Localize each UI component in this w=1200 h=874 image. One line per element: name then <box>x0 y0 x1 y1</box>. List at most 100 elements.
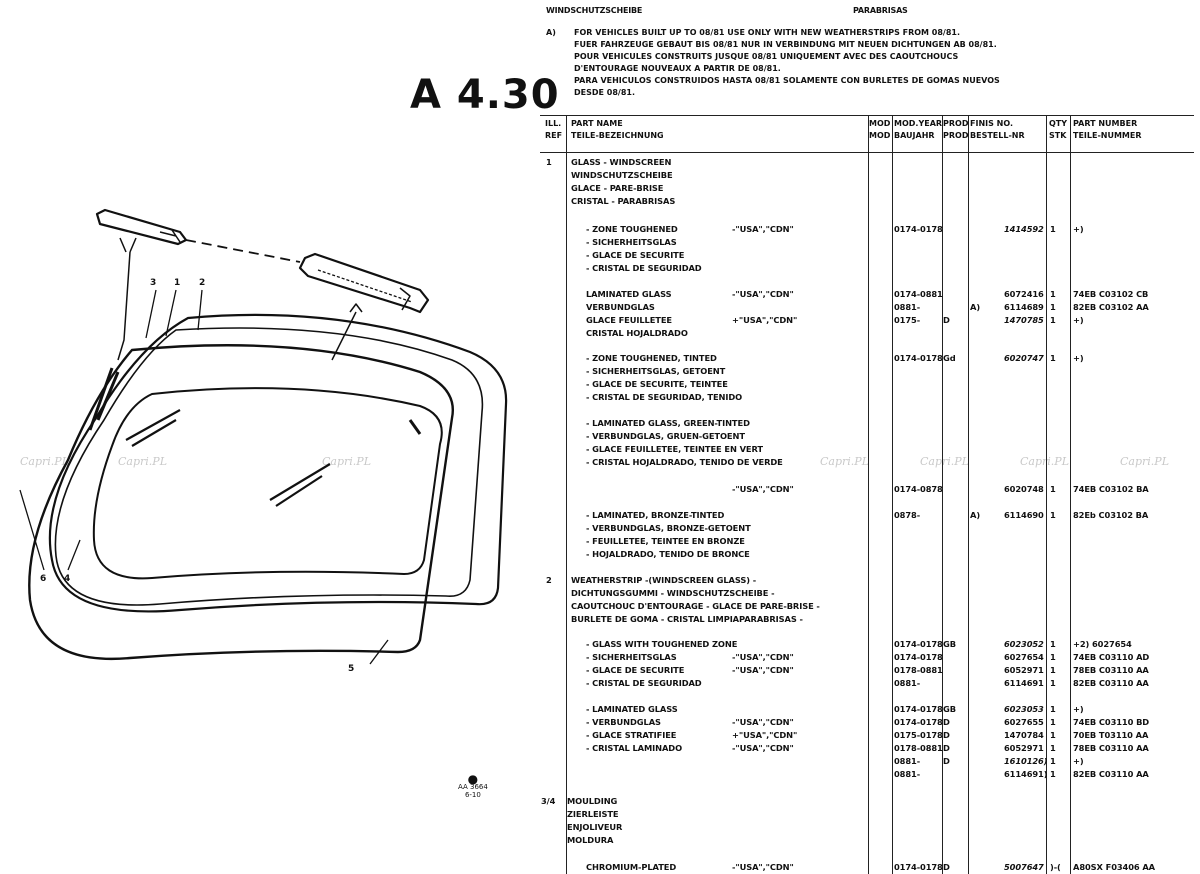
row-pn: 82EB C03110 AA <box>1073 769 1149 779</box>
row-pn: 82EB C03102 AA <box>1073 302 1149 312</box>
windscreen-glass <box>54 327 484 606</box>
row-finis: 6114691) <box>1004 769 1048 779</box>
row-year: 0881- <box>894 302 921 312</box>
row-qty: 1 <box>1050 743 1056 753</box>
row-year: 0175-0178 <box>894 730 943 740</box>
callout-5: 5 <box>348 664 355 674</box>
row-qty: 1 <box>1050 224 1056 234</box>
row-name: - ZONE TOUGHENED <box>586 224 678 234</box>
row-pn: 74EB C03102 BA <box>1073 484 1149 494</box>
row-name: - CRISTAL HOJALDRADO, TENIDO DE VERDE <box>586 457 783 467</box>
row-finis: 1610126) <box>1004 756 1048 766</box>
weatherstrip-outer <box>48 313 508 613</box>
row-name: ENJOLIVEUR <box>567 822 623 832</box>
row-prod: D <box>943 717 950 727</box>
row-prod: D <box>943 756 950 766</box>
row-year: 0175- <box>894 315 921 325</box>
row-finis: 6027655 <box>1004 717 1044 727</box>
row-finis: 6114690 <box>1004 510 1044 520</box>
row-qty: 1 <box>1050 665 1056 675</box>
table-top-rule <box>540 115 1194 116</box>
row-name: - CRISTAL DE SEGURIDAD <box>586 263 702 273</box>
table-header-rule <box>540 152 1194 153</box>
row-prod: D <box>943 743 950 753</box>
row-name: - CRISTAL DE SEGURIDAD <box>586 678 702 688</box>
row-ref: 3/4 <box>541 796 556 806</box>
row-pn: 74EB C03102 CB <box>1073 289 1149 299</box>
row-finis: 6020748 <box>1004 484 1044 494</box>
note-lines: FOR VEHICLES BUILT UP TO 08/81 USE ONLY … <box>574 27 1000 99</box>
row-variant: -"USA","CDN" <box>732 717 794 727</box>
row-variant: +"USA","CDN" <box>732 730 798 740</box>
callout-2: 2 <box>199 278 206 288</box>
row-ref: 2 <box>546 575 552 585</box>
note-line: FOR VEHICLES BUILT UP TO 08/81 USE ONLY … <box>574 28 961 37</box>
row-name: - LAMINATED GLASS, GREEN-TINTED <box>586 418 750 428</box>
row-name: MOLDURA <box>567 835 614 845</box>
row-year: 0881- <box>894 769 921 779</box>
col-ill-ref: ILL.REF <box>545 119 563 140</box>
dashed-connector <box>185 239 301 263</box>
row-name: - LAMINATED, BRONZE-TINTED <box>586 510 725 520</box>
row-qty: 1 <box>1050 678 1056 688</box>
row-year: 0878- <box>894 510 921 520</box>
note-line: FUER FAHRZEUGE GEBAUT BIS 08/81 NUR IN V… <box>574 40 997 49</box>
row-name: VERBUNDGLAS <box>586 302 655 312</box>
watermark: Capri.PL <box>1120 455 1169 468</box>
row-qty: 1 <box>1050 756 1056 766</box>
header-right-title: PARABRISAS <box>853 6 908 15</box>
row-finis: 6114689 <box>1004 302 1044 312</box>
row-finis: 1470785 <box>1004 315 1044 325</box>
row-finis: 6052971 <box>1004 665 1044 675</box>
row-pn: +) <box>1073 315 1084 325</box>
row-finis: 6027654 <box>1004 652 1044 662</box>
row-year: 0881- <box>894 756 921 766</box>
row-year: 0174-0178 <box>894 704 943 714</box>
row-year: 0174-0178 <box>894 862 943 872</box>
row-name: CRISTAL HOJALDRADO <box>586 328 688 338</box>
row-finis: 6072416 <box>1004 289 1044 299</box>
row-pn: 82EB C03110 AA <box>1073 678 1149 688</box>
row-pn: 70EB T03110 AA <box>1073 730 1149 740</box>
glass-inner-opening <box>92 387 443 580</box>
row-finis: 6020747 <box>1004 353 1044 363</box>
row-name: ZIERLEISTE <box>567 809 619 819</box>
row-name: - GLASS WITH TOUGHENED ZONE <box>586 639 738 649</box>
row-qty: 1 <box>1050 302 1056 312</box>
note-key: A) <box>546 28 556 37</box>
row-name: CHROMIUM-PLATED <box>586 862 677 872</box>
row-name: GLACE - PARE-BRISE <box>571 183 664 193</box>
row-qty: 1 <box>1050 717 1056 727</box>
note-line: DESDE 08/81. <box>574 88 635 97</box>
row-name: GLASS - WINDSCREEN <box>571 157 672 167</box>
callout-6: 6 <box>40 574 47 584</box>
row-variant: -"USA","CDN" <box>732 484 794 494</box>
row-name: CAOUTCHOUC D'ENTOURAGE - GLACE DE PARE-B… <box>571 601 820 611</box>
row-year: 0174-0178 <box>894 224 943 234</box>
callout-4: 4 <box>64 574 71 584</box>
callout-3: 3 <box>150 278 157 288</box>
row-name: - LAMINATED GLASS <box>586 704 678 714</box>
row-pn: 78EB C03110 AA <box>1073 665 1149 675</box>
page-number: A 4.30 <box>410 72 560 118</box>
row-variant: -"USA","CDN" <box>732 289 794 299</box>
row-qty: )-( <box>1050 862 1061 872</box>
watermark: Capri.PL <box>322 455 371 468</box>
row-pn: +2) 6027654 <box>1073 639 1132 649</box>
row-prod: D <box>943 730 950 740</box>
row-name: LAMINATED GLASS <box>586 289 672 299</box>
row-qty: 1 <box>1050 730 1056 740</box>
row-prod: Gd <box>943 353 956 363</box>
row-year: 0174-0178 <box>894 652 943 662</box>
row-name: CRISTAL - PARABRISAS <box>571 196 676 206</box>
row-prod: D <box>943 315 950 325</box>
row-year: 0178-0881 <box>894 665 943 675</box>
row-variant: -"USA","CDN" <box>732 665 794 675</box>
